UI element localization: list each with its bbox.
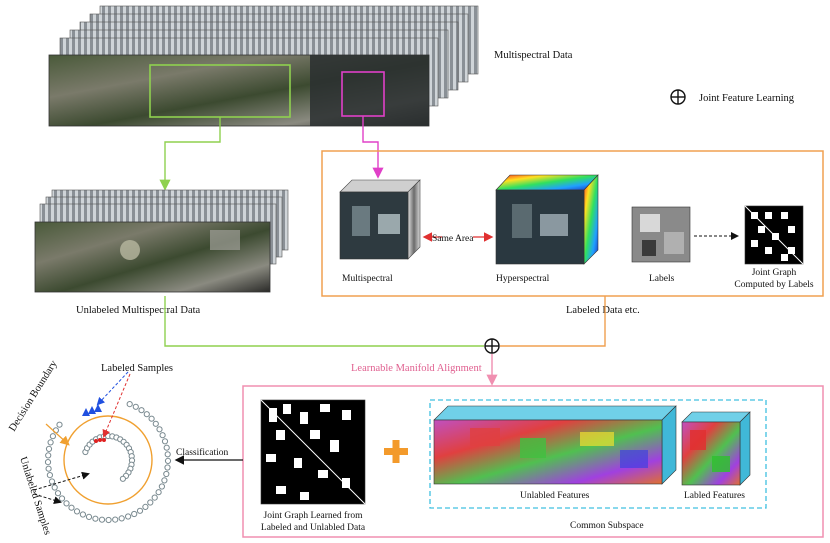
plus-icon	[384, 440, 408, 463]
multispectral-data-label: Multispectral Data	[494, 50, 573, 61]
sample-point	[119, 475, 127, 482]
green-merge-line	[164, 296, 484, 347]
sample-point	[92, 515, 99, 522]
green-arrow	[159, 117, 221, 191]
sample-point	[142, 503, 149, 510]
joint-graph-labels	[744, 205, 804, 265]
decision-boundary-circle	[63, 415, 153, 505]
sample-point	[152, 420, 159, 427]
sample-point	[164, 464, 171, 471]
labeled-features-cube	[681, 411, 751, 486]
sample-point	[118, 515, 125, 522]
labeled-samples-label: Labeled Samples	[101, 363, 173, 374]
sample-point	[63, 500, 70, 507]
classification-panel	[33, 371, 172, 524]
red-pointer	[102, 373, 131, 438]
sample-point	[46, 472, 54, 479]
joint-graph-label-line2: Computed by Labels	[734, 280, 813, 290]
oplus-legend-icon	[670, 89, 686, 105]
sample-point	[138, 407, 145, 414]
sample-point	[68, 504, 75, 511]
sample-point	[56, 421, 63, 428]
sample-point	[125, 513, 132, 520]
hyperspectral-cube	[495, 174, 599, 265]
sample-point	[79, 511, 87, 518]
multispectral-cube	[339, 179, 421, 260]
unlabeled-pointer-2	[33, 493, 62, 505]
sample-point	[163, 444, 170, 451]
sample-point	[143, 411, 150, 418]
sample-point	[132, 403, 139, 410]
hyperspectral-label: Hyperspectral	[496, 274, 550, 284]
sample-point	[155, 489, 162, 496]
sample-point	[45, 452, 52, 459]
sample-point	[73, 508, 81, 515]
labeled-features-label: Labled Features	[684, 491, 745, 501]
red-labeled-samples	[94, 438, 106, 443]
sample-point	[85, 513, 93, 521]
sample-point	[126, 401, 133, 408]
sample-point	[156, 426, 163, 433]
classification-label: Classification	[176, 447, 228, 458]
unlabeled-multispectral-stack	[34, 189, 289, 293]
multispectral-label: Multispectral	[342, 274, 393, 284]
sample-point	[48, 478, 56, 485]
joint-feature-learning-label: Joint Feature Learning	[699, 93, 795, 104]
sample-point	[147, 499, 154, 506]
common-subspace-label: Common Subspace	[570, 521, 644, 531]
outer-sample-ring	[44, 401, 172, 524]
sample-point	[47, 439, 54, 446]
decision-boundary-label: Decision Boundary	[7, 358, 60, 433]
sample-point	[136, 507, 144, 514]
sample-point	[98, 516, 106, 523]
multispectral-stack-top	[48, 5, 479, 127]
common-subspace-box	[242, 385, 824, 538]
joint-graph-learned	[260, 399, 366, 505]
unlabeled-multispectral-label: Unlabeled Multispectral Data	[76, 305, 201, 316]
sample-point	[151, 494, 158, 501]
labels-label: Labels	[649, 274, 675, 284]
sample-point	[148, 415, 155, 422]
sample-point	[161, 438, 169, 445]
subspace-dashed-box	[429, 399, 767, 509]
boundary-pointer	[45, 423, 70, 446]
sample-point	[45, 465, 52, 472]
sample-point	[58, 495, 66, 502]
labeled-data-box	[321, 150, 824, 297]
joint-graph-learned-line1: Joint Graph Learned from	[264, 510, 364, 521]
sample-point	[54, 490, 62, 497]
sample-point	[161, 477, 168, 484]
sample-point	[164, 457, 172, 464]
blue-labeled-samples	[82, 404, 102, 416]
sample-point	[51, 484, 58, 491]
sample-point	[45, 445, 53, 452]
sample-point	[49, 433, 57, 440]
labeled-data-caption: Labeled Data etc.	[566, 305, 640, 316]
magenta-arrow	[362, 116, 384, 179]
orange-merge-line	[500, 296, 606, 347]
sample-point	[159, 432, 166, 439]
joint-graph-label-line1: Joint Graph	[752, 268, 797, 278]
unlabeled-pointer-1	[33, 471, 90, 491]
learnable-manifold-alignment-label: Learnable Manifold Alignment	[351, 363, 482, 374]
sample-point	[44, 459, 52, 466]
sample-point	[105, 516, 112, 524]
inner-sample-ring	[82, 432, 136, 482]
sample-point	[158, 483, 165, 490]
blue-pointer	[96, 371, 129, 406]
sample-point	[163, 470, 170, 478]
unlabeled-features-cube	[433, 405, 677, 485]
oplus-merge-icon	[484, 338, 500, 354]
sample-point	[164, 451, 171, 458]
sample-point	[131, 510, 138, 518]
joint-graph-learned-line2: Labeled and Unlabled Data	[261, 523, 366, 533]
sample-point	[112, 516, 119, 523]
labels-image	[631, 206, 691, 263]
unlabeled-features-label: Unlabled Features	[520, 491, 590, 501]
same-area-label: Same Area	[432, 234, 474, 244]
